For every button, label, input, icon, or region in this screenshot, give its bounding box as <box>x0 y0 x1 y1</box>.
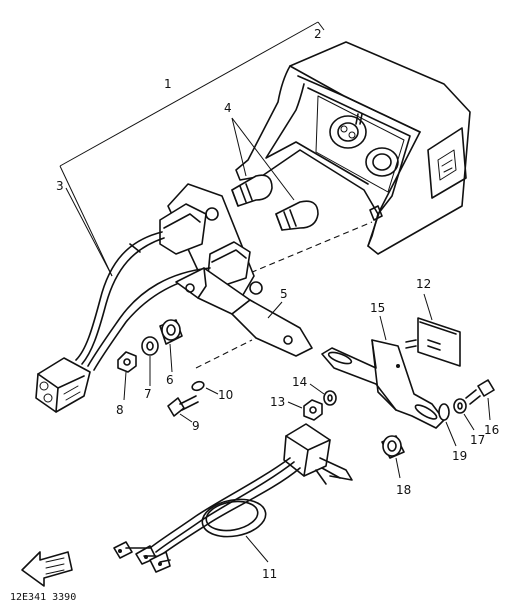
fastener-bolt-16 <box>465 379 495 421</box>
fastener-nut-13 <box>287 399 323 421</box>
fastener-nut-8 <box>117 351 137 401</box>
callout-11: 11 <box>262 567 277 581</box>
callout-8: 8 <box>116 403 124 417</box>
callout-6: 6 <box>166 373 174 387</box>
callout-14: 14 <box>292 375 307 389</box>
callout-10: 10 <box>218 388 233 402</box>
callout-9: 9 <box>192 419 200 433</box>
mounting-bracket <box>175 267 313 357</box>
assembly-bracket-1 <box>59 21 325 277</box>
callout-3: 3 <box>56 179 64 193</box>
callout-13: 13 <box>270 395 285 409</box>
fastener-collar-18 <box>381 435 405 479</box>
harness-sockets <box>35 183 263 413</box>
fastener-washer-19 <box>438 403 457 447</box>
callout-15: 15 <box>370 301 385 315</box>
fastener-rubber-grommet-6 <box>159 319 183 373</box>
callout-2: 2 <box>314 27 322 41</box>
callout-1: 1 <box>164 77 172 91</box>
fastener-washer-14 <box>309 383 337 406</box>
bulbs <box>231 117 319 231</box>
callout-17: 17 <box>470 433 485 447</box>
callout-4: 4 <box>224 101 232 115</box>
drawing-code: 12E341 3390 <box>10 592 76 603</box>
fastener-collar-7 <box>141 336 159 386</box>
alignment-lines <box>195 221 373 369</box>
callout-19: 19 <box>452 449 467 463</box>
fastener-washer-17 <box>453 398 475 431</box>
license-light-harness <box>113 423 353 573</box>
taillight-housing <box>235 41 471 255</box>
callout-12: 12 <box>416 277 431 291</box>
license-light-bracket <box>405 293 461 367</box>
callout-5: 5 <box>280 287 288 301</box>
callout-16: 16 <box>484 423 499 437</box>
license-plate-bracket <box>321 315 445 429</box>
front-direction-arrow-icon <box>21 551 73 587</box>
callout-7: 7 <box>144 387 152 401</box>
fastener-washer-10 <box>191 380 219 395</box>
callout-18: 18 <box>396 483 411 497</box>
fastener-bolt-9 <box>167 395 199 423</box>
